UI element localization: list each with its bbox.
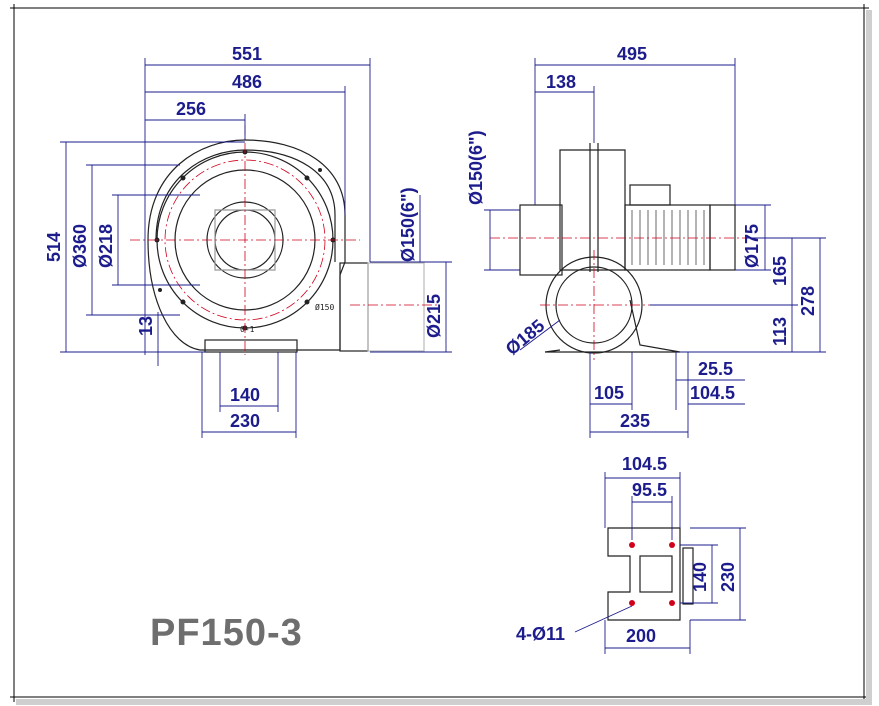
dim-holes: 4-Ø11: [516, 624, 565, 644]
dim-dia215: Ø215: [424, 294, 444, 338]
dim-165: 165: [770, 256, 790, 286]
dim-dia150-side: Ø150(6"): [466, 130, 486, 205]
base-dimension-lines: [574, 472, 746, 654]
dim-235: 235: [620, 411, 650, 431]
front-dimension-lines: [60, 58, 452, 438]
outlet-label: Ø150: [315, 302, 334, 312]
base-view: [607, 527, 694, 621]
dim-140-front: 140: [230, 385, 260, 405]
side-view: [519, 143, 736, 354]
dim-230-front: 230: [230, 411, 260, 431]
dim-dia218: Ø218: [96, 224, 116, 268]
model-name: PF150-3: [150, 612, 303, 654]
dim-140-base: 140: [690, 562, 710, 592]
dim-dia175: Ø175: [742, 224, 762, 268]
dim-95-5: 95.5: [632, 480, 667, 500]
side-dimension-lines: [484, 58, 826, 438]
center-mark: 0-1: [240, 325, 255, 334]
dim-551: 551: [232, 44, 262, 64]
frame-border: [10, 4, 869, 702]
dim-dia360: Ø360: [70, 224, 90, 268]
dim-200: 200: [626, 626, 656, 646]
dim-dia185: Ø185: [502, 315, 549, 359]
dim-113: 113: [770, 317, 790, 346]
front-view: [147, 139, 425, 353]
dim-104-5-side: 104.5: [690, 383, 735, 403]
front-centerlines: [130, 125, 440, 355]
side-centerlines: [490, 237, 745, 360]
dim-486: 486: [232, 72, 262, 92]
base-holes: [629, 542, 675, 606]
dim-25-5: 25.5: [698, 359, 733, 379]
dim-278: 278: [798, 286, 818, 316]
dim-105: 105: [594, 383, 624, 403]
side-motor-fins: [631, 210, 705, 265]
dim-514: 514: [44, 232, 64, 262]
dim-dia150-front: Ø150(6"): [398, 187, 418, 262]
dim-230-base: 230: [718, 562, 738, 592]
dim-13: 13: [136, 316, 156, 336]
dim-495: 495: [617, 44, 647, 64]
dim-104-5-base: 104.5: [622, 454, 667, 474]
dim-138: 138: [546, 72, 576, 92]
dim-256: 256: [176, 99, 206, 119]
